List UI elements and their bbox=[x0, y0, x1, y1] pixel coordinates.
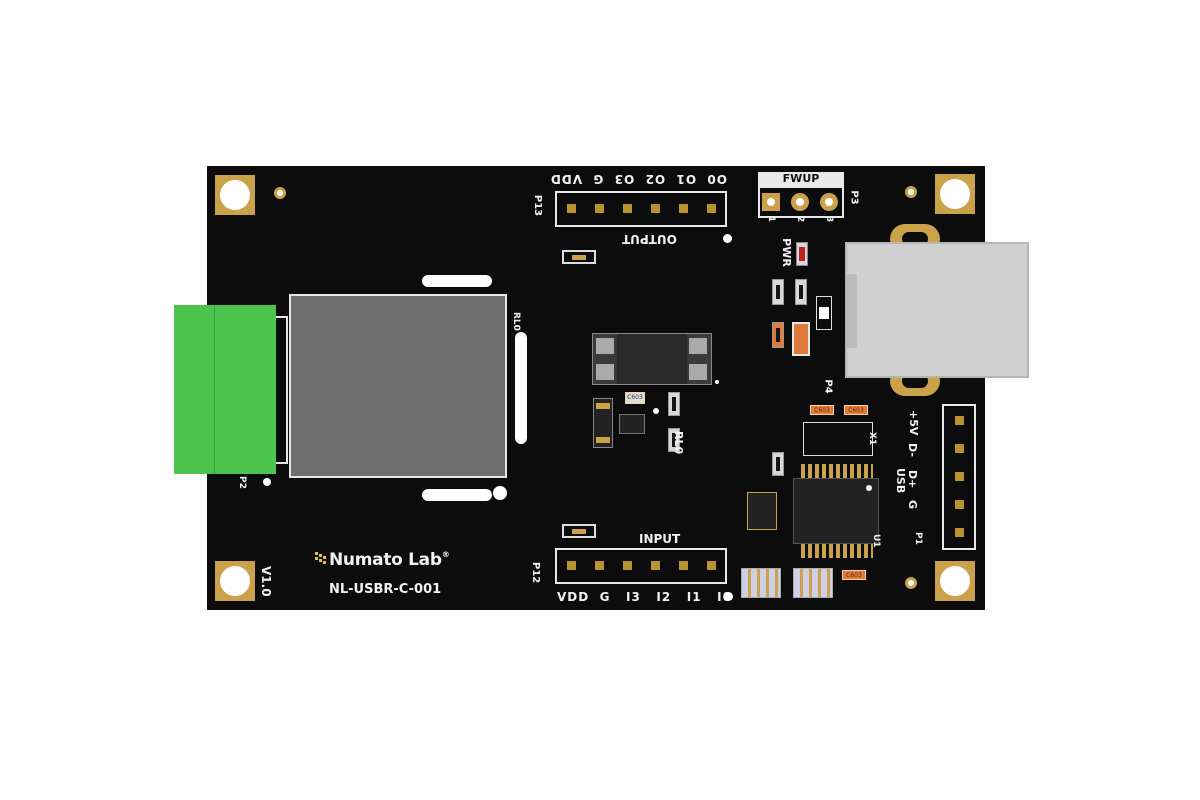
fwup-label: FWUP bbox=[782, 172, 820, 185]
numato-logo-icon bbox=[315, 552, 329, 566]
terminal-block-p2 bbox=[174, 305, 276, 474]
usb-pin-g: G bbox=[906, 500, 919, 510]
usb-pin-dplus: D+ bbox=[906, 470, 919, 489]
fwup-pin-3 bbox=[820, 193, 838, 211]
input-pin-labels: VDD G I3 I2 I1 I0 bbox=[557, 590, 731, 604]
fwup-label-bar bbox=[758, 172, 844, 188]
diode-d1 bbox=[816, 296, 832, 330]
terminal-block-outline bbox=[276, 316, 288, 464]
led-input bbox=[562, 524, 596, 538]
fwup-pin-1 bbox=[762, 193, 780, 211]
relay-mark-top bbox=[422, 275, 492, 287]
fwup-pin-1-label: 1 bbox=[766, 215, 777, 223]
usb-pin-5v: +5V bbox=[907, 410, 920, 436]
p1-label: P1 bbox=[913, 532, 923, 545]
u1-label: U1 bbox=[871, 534, 881, 548]
resistor-array-2 bbox=[793, 568, 833, 598]
cap-c603-d: C603 bbox=[625, 392, 645, 404]
u1-pins-top bbox=[801, 464, 873, 478]
relay-mark-right bbox=[515, 332, 527, 444]
pwr-led bbox=[796, 242, 808, 266]
pcb-board: O0 O1 O2 O3 G VDD P13 OUTPUT FWUP 1 2 3 … bbox=[207, 166, 1029, 610]
mounting-hole-top-left bbox=[215, 175, 255, 215]
version-label: V1.0 bbox=[259, 566, 273, 597]
cap-c603-c: C603 bbox=[842, 570, 866, 580]
resistor-array-1 bbox=[741, 568, 781, 598]
transistor-q1 bbox=[619, 414, 645, 434]
sot-ic bbox=[747, 492, 777, 530]
p12-label: P12 bbox=[530, 562, 541, 584]
led-output bbox=[562, 250, 596, 264]
tantalum-cap bbox=[792, 322, 810, 356]
x1-label: X1 bbox=[867, 432, 877, 446]
resistor-r5 bbox=[668, 428, 680, 452]
usb-header bbox=[942, 404, 976, 550]
mounting-hole-top-right bbox=[935, 174, 975, 214]
input-title: INPUT bbox=[639, 532, 681, 546]
via-top-right bbox=[905, 186, 917, 198]
usb-pin-dminus: D- bbox=[906, 443, 919, 457]
output-pin-labels: O0 O1 O2 O3 G VDD bbox=[549, 172, 727, 186]
relay-mark-bottom bbox=[422, 489, 492, 501]
microcontroller-u1 bbox=[793, 478, 879, 544]
via-top-left bbox=[274, 187, 286, 199]
mounting-hole-bottom-left bbox=[215, 561, 255, 601]
part-number: NL-USBR-C-001 bbox=[329, 582, 442, 597]
p3-label: P3 bbox=[848, 190, 860, 205]
via-bottom-right bbox=[905, 577, 917, 589]
crystal-x1 bbox=[803, 422, 873, 456]
cap-c603-b: C603 bbox=[844, 405, 868, 415]
rl0-small-label: RL0 bbox=[672, 431, 685, 455]
resistor-r4 bbox=[668, 392, 680, 416]
resistor-r3 bbox=[772, 452, 784, 476]
p2-label: P2 bbox=[237, 476, 247, 489]
diode-d2 bbox=[593, 398, 613, 448]
fwup-pin-2 bbox=[791, 193, 809, 211]
u1-pins-bottom bbox=[801, 544, 873, 558]
input-header bbox=[555, 548, 727, 584]
cap-c603-a: C603 bbox=[810, 405, 834, 415]
mounting-hole-bottom-right bbox=[935, 561, 975, 601]
optocoupler bbox=[592, 333, 712, 385]
output-title: OUTPUT bbox=[622, 232, 677, 246]
rl0-relay-label: RL0 bbox=[511, 312, 521, 331]
p13-label: P13 bbox=[532, 194, 544, 217]
brand-name: Numato Lab® bbox=[329, 550, 450, 570]
output-header bbox=[555, 191, 727, 227]
usb-label: USB bbox=[894, 468, 907, 494]
capacitor-c1 bbox=[772, 322, 784, 348]
fwup-pin-3-label: 3 bbox=[824, 215, 835, 223]
pwr-label: PWR bbox=[779, 238, 793, 267]
resistor-r2 bbox=[795, 279, 807, 305]
p4-label: P4 bbox=[822, 379, 834, 394]
usb-b-connector bbox=[845, 242, 1029, 378]
fwup-pin-2-label: 2 bbox=[795, 215, 806, 223]
fwup-outline bbox=[758, 172, 844, 218]
resistor-r1 bbox=[772, 279, 784, 305]
relay-rl0 bbox=[289, 294, 507, 478]
